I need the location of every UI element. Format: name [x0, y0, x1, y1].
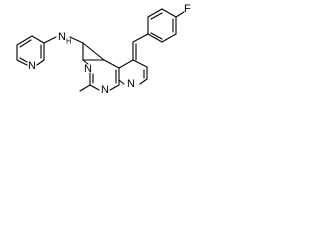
- fluorine-label: F: [184, 3, 191, 15]
- amine-hydrogen-label: H: [66, 37, 71, 46]
- bond: [31, 35, 45, 44]
- bond: [19, 39, 32, 48]
- bond: [82, 59, 89, 65]
- bond: [118, 59, 134, 69]
- bond: [161, 8, 177, 18]
- right-pyridine-nitrogen-label: N: [127, 78, 135, 90]
- bond: [19, 57, 28, 63]
- bond: [36, 59, 45, 66]
- bond: [103, 59, 120, 69]
- fluorophenyl-ring: [147, 8, 185, 43]
- bond: [79, 84, 91, 92]
- amine-nitrogen-label: N: [58, 31, 66, 43]
- bond: [139, 78, 148, 85]
- left-pyridine-ring: [16, 35, 45, 66]
- bond: [150, 12, 163, 20]
- right-pyridine-ring: [118, 41, 148, 85]
- bond: [43, 36, 57, 44]
- bond: [147, 8, 163, 18]
- pyrimidine-nitrogen-left-label: N: [84, 63, 92, 75]
- bond: [16, 59, 28, 66]
- bond: [109, 84, 120, 91]
- bond: [132, 59, 148, 68]
- bond: [82, 42, 105, 61]
- bond: [132, 33, 149, 43]
- bond: [147, 33, 163, 43]
- bond: [150, 32, 163, 40]
- bond: [69, 36, 84, 44]
- bond: [175, 11, 185, 18]
- bond: [89, 84, 100, 91]
- pyrimidine-nitrogen-right-label: N: [101, 84, 109, 96]
- left-pyridine-nitrogen-label: N: [28, 60, 36, 72]
- pyrimidine-ring: [79, 42, 120, 92]
- bond: [161, 33, 177, 43]
- bond: [16, 35, 33, 46]
- bond: [118, 79, 125, 85]
- molecule-structure: N H F N N N N: [16, 3, 191, 96]
